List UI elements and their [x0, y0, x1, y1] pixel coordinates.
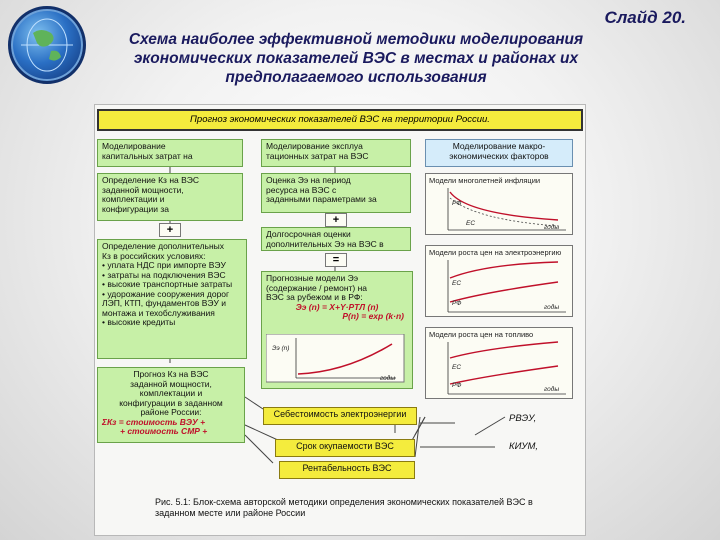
- years-axis-label: годы: [544, 386, 560, 393]
- series-label-ec: ЕС: [466, 220, 476, 227]
- box-line: ЛЭП, КТП, фундаментов ВЭУ и: [102, 298, 226, 308]
- box-line: Оценка Ээ на период: [266, 175, 351, 185]
- page-title: Схема наиболее эффективной методики моде…: [96, 30, 616, 87]
- figure-caption: Рис. 5.1: Блок-схема авторской методики …: [155, 497, 533, 518]
- box-macro-factors: Моделирование макро- экономических факто…: [425, 139, 573, 167]
- box-line: • высокие транспортные затраты: [102, 279, 233, 289]
- series-label-rf: РФ: [452, 300, 462, 307]
- box-line: ВЭС за рубежом и в РФ:: [266, 292, 363, 302]
- chart-energy-prices: Модели роста цен на электроэнергию ЕС РФ…: [425, 245, 573, 317]
- scheme-header: Прогноз экономических показателей ВЭС на…: [97, 109, 583, 131]
- title-line: Схема наиболее эффективной методики моде…: [128, 31, 584, 48]
- box-line: • удорожание сооружения дорог: [102, 288, 230, 299]
- formula-sum-kz-cont: + стоимость СМР +: [120, 426, 208, 436]
- box-profitability: Рентабельность ВЭС: [279, 461, 415, 479]
- box-ez-estimate: Оценка Ээ на период ресурса на ВЭС с зад…: [261, 173, 411, 213]
- globe-logo: [8, 6, 86, 84]
- box-capital-costs: Моделирование капитальных затрат на: [97, 139, 243, 167]
- chart-title: Модели многолетней инфляции: [429, 176, 541, 185]
- box-line: • уплата НДС при импорте ВЭУ: [102, 260, 226, 270]
- series-label-ec: ЕС: [452, 364, 462, 371]
- years-axis-label: годы: [544, 304, 560, 311]
- box-additional-costs: Определение дополнительных Кз в российск…: [97, 239, 247, 359]
- box-line: Моделирование эксплуа: [266, 141, 363, 151]
- box-line: монтажа и техобслуживания: [102, 307, 215, 318]
- title-line: экономических показателей ВЭС в местах и…: [133, 50, 579, 67]
- box-long-term-estimate: Долгосрочная оценки дополнительных Ээ на…: [261, 227, 411, 251]
- box-line: комплектации и: [139, 388, 203, 398]
- label-p-ves: PВЭУ,: [509, 413, 537, 424]
- plus-operator: +: [159, 223, 181, 237]
- formula-pn: P(n) = exp (k·n): [342, 311, 404, 321]
- box-line: районе России:: [140, 407, 202, 417]
- equals-operator: =: [325, 253, 347, 267]
- series-label-rf: РФ: [452, 382, 462, 389]
- box-line: Моделирование макро-: [452, 141, 546, 151]
- box-line: конфигурации в заданном: [119, 397, 223, 408]
- box-payback-period: Срок окупаемости ВЭС: [275, 439, 415, 457]
- box-line: заданной мощности,: [102, 184, 184, 195]
- years-axis-label: годы: [380, 375, 396, 382]
- label-k-ium: КИУМ,: [509, 441, 539, 452]
- cost-growth-curve: [266, 334, 405, 383]
- box-line: ресурса на ВЭС с: [266, 184, 337, 195]
- title-line: предполагаемого использования: [225, 69, 487, 86]
- box-line: экономических факторов: [449, 150, 549, 161]
- slide-number: Слайд 20.: [604, 8, 686, 27]
- box-line: капитальных затрат на: [102, 150, 193, 161]
- chart-inflation: Модели многолетней инфляции РФ ЕС годы: [425, 173, 573, 235]
- box-line: • затраты на подключения ВЭС: [102, 269, 226, 280]
- box-line: Определение Кз на ВЭС: [102, 175, 200, 185]
- formula-ez: Ээ (n) = X+Y·PТЛ (n): [295, 301, 379, 312]
- years-axis-label: годы: [544, 224, 560, 231]
- block-scheme: Прогноз экономических показателей ВЭС на…: [94, 104, 586, 536]
- box-line: Прогнозные модели Ээ: [266, 273, 359, 283]
- box-kz-forecast: Прогноз Кз на ВЭС заданной мощности, ком…: [97, 367, 245, 443]
- chart-title: Модели роста цен на топливо: [429, 330, 534, 339]
- chart-fuel-prices: Модели роста цен на топливо ЕС РФ годы: [425, 327, 573, 399]
- box-line: Прогноз Кз на ВЭС: [133, 369, 209, 379]
- box-line: Кз в российских условиях:: [102, 250, 206, 261]
- ez-axis-label: Ээ (n): [272, 345, 290, 352]
- box-operating-costs: Моделирование эксплуа тационных затрат н…: [261, 139, 411, 167]
- box-line: Определение дополнительных: [102, 241, 225, 251]
- series-label-rf: РФ: [452, 200, 462, 207]
- box-line: заданной мощности,: [130, 378, 212, 389]
- chart-title: Модели роста цен на электроэнергию: [429, 248, 562, 257]
- series-label-ec: ЕС: [452, 280, 462, 287]
- plus-operator: +: [325, 213, 347, 227]
- box-line: заданными параметрами за: [266, 194, 377, 204]
- box-line: Моделирование: [102, 141, 166, 151]
- box-line: • высокие кредиты: [102, 317, 176, 327]
- box-line: тационных затрат на ВЭС: [266, 150, 369, 161]
- box-line: конфигурации за: [102, 203, 170, 214]
- box-prognostic-models: Прогнозные модели Ээ (содержание / ремон…: [261, 271, 413, 389]
- box-line: дополнительных Ээ на ВЭС в: [266, 238, 384, 249]
- box-line: (содержание / ремонт) на: [266, 282, 368, 293]
- box-line: комплектации и: [102, 194, 165, 204]
- formula-sum-kz: ΣКз = стоимость ВЭУ +: [102, 416, 206, 427]
- box-line: Долгосрочная оценки: [266, 229, 351, 239]
- box-kz-definition: Определение Кз на ВЭС заданной мощности,…: [97, 173, 243, 221]
- box-energy-cost: Себестоимость электроэнергии: [263, 407, 417, 425]
